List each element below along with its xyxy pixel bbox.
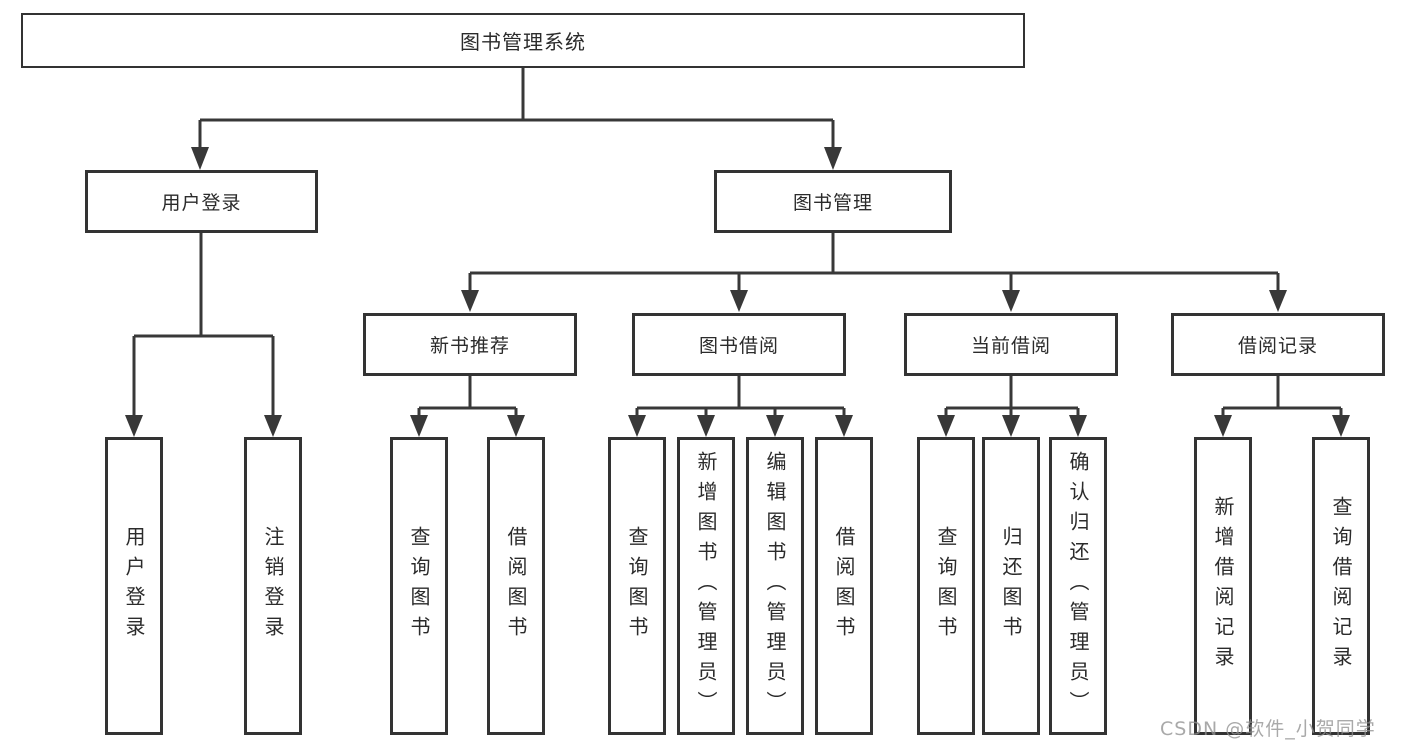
connector-new-book-recommend [417,376,518,417]
leaf-logout: 注销登录 [244,437,302,735]
node-root: 图书管理系统 [21,13,1025,68]
leaf-records-query-record: 查询借阅记录 [1312,437,1370,735]
node-book-borrow: 图书借阅 [632,313,846,376]
arrowheads-root-to-level2 [191,147,842,170]
connector-book-management [468,233,1280,291]
node-current-borrow: 当前借阅 [904,313,1118,376]
arrowheads-book-management [461,290,1287,312]
leaf-recommend-borrow-books: 借阅图书 [487,437,545,735]
leaf-recommend-query-books: 查询图书 [390,437,448,735]
leaf-current-confirm-return-admin: 确认归还（管理员） [1049,437,1107,735]
connector-borrow-records [1221,376,1343,417]
arrowheads-user-login [125,415,282,437]
arrowheads-borrow-records [1214,415,1350,437]
leaf-user-login: 用户登录 [105,437,163,735]
connector-book-borrow [635,376,846,417]
node-new-book-recommend: 新书推荐 [363,313,577,376]
connector-current-borrow [944,376,1080,417]
arrowheads-book-borrow [628,415,853,437]
arrowheads-current-borrow [937,415,1087,437]
leaf-borrow-borrow-books: 借阅图书 [815,437,873,735]
leaf-borrow-query-books: 查询图书 [608,437,666,735]
leaf-borrow-add-books-admin: 新增图书（管理员） [677,437,735,735]
leaf-records-add-record: 新增借阅记录 [1194,437,1252,735]
connector-root-to-level2 [198,68,835,150]
connector-user-login [132,233,275,417]
leaf-current-return-books: 归还图书 [982,437,1040,735]
leaf-borrow-edit-books-admin: 编辑图书（管理员） [746,437,804,735]
node-borrow-records: 借阅记录 [1171,313,1385,376]
node-user-login: 用户登录 [85,170,318,233]
csdn-watermark: CSDN @软件_小贺同学 [1160,718,1376,740]
leaf-current-query-books: 查询图书 [917,437,975,735]
node-book-management: 图书管理 [714,170,952,233]
arrowheads-new-book-recommend [410,415,525,437]
